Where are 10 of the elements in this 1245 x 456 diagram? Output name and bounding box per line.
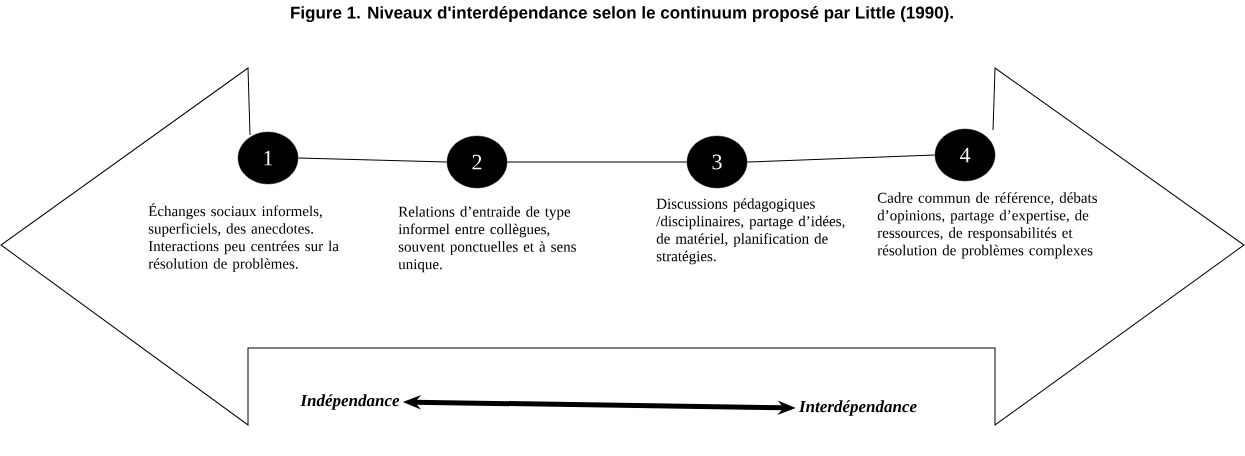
connector-line: [297, 157, 448, 163]
description-text: Discussions pédagogiques /disciplinaires, partage d’idées, de matériel, planification de stratégies.: [656, 198, 845, 265]
description-text: Cadre commun de référence, débats d’opinions, partage d’expertise, de ressources, de responsabilités et résolution de problèmes complexes: [877, 192, 1097, 259]
pole-label: Indépendance: [300, 394, 400, 410]
description-text: Relations d’entraide de type informel entre collègues, souvent ponctuelles et à sens unique.: [398, 206, 576, 273]
description-text: Échanges sociaux informels, superficiels, des anecdotes. Interactions peu centrées sur la résolution de problèmes.: [148, 203, 339, 272]
connector-line: [746, 154, 936, 163]
pole-label: Interdépendance: [798, 400, 917, 416]
connector-line: [506, 161, 688, 163]
figure-title: Figure 1. Niveaux d'interdépendance selon le continuum proposé par Little (1990).: [291, 5, 953, 23]
